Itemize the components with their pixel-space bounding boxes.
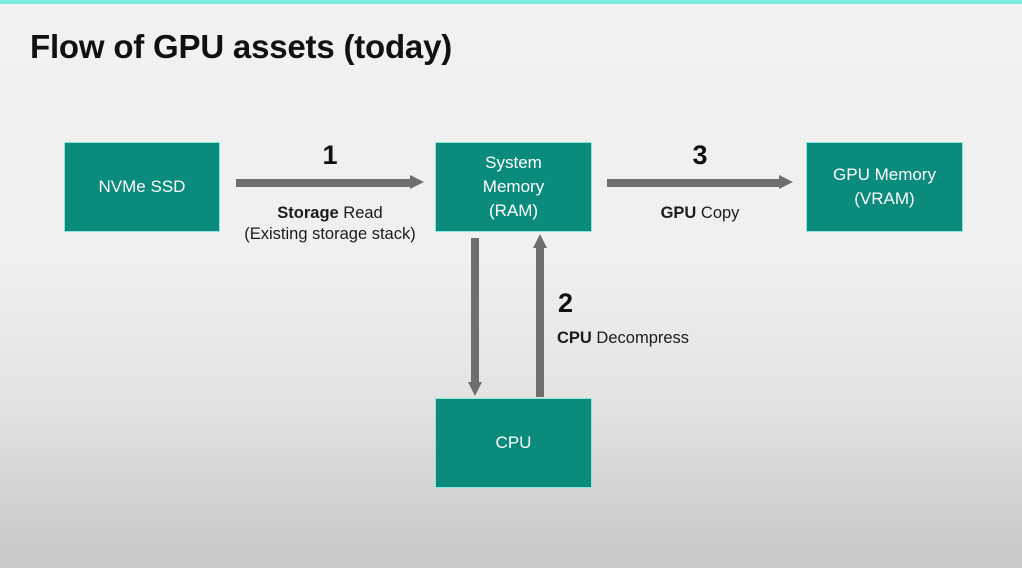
page-title: Flow of GPU assets (today) <box>30 28 453 65</box>
node-gpu-memory-label: GPU Memory (VRAM) <box>833 165 936 208</box>
step-3-caption-bold: GPU <box>660 204 697 222</box>
step-3-number: 3 <box>692 140 708 170</box>
step-1-caption-rest: Read <box>338 204 383 222</box>
step-3-caption: GPU Copy <box>600 203 800 224</box>
arrow-shaft <box>536 248 544 397</box>
arrow-up-cpu-to-ram-icon <box>533 234 547 397</box>
node-nvme-ssd: NVMe SSD <box>64 142 220 232</box>
arrow-right-step-1-icon <box>236 175 424 189</box>
step-1-number: 1 <box>322 140 338 170</box>
arrow-right-step-3-icon <box>607 175 793 189</box>
arrow-head <box>533 234 547 248</box>
arrow-down-ram-to-cpu-icon <box>468 238 482 396</box>
node-cpu: CPU <box>435 398 592 488</box>
node-gpu-memory: GPU Memory (VRAM) <box>806 142 963 232</box>
node-nvme-ssd-label: NVMe SSD <box>98 177 186 196</box>
arrow-shaft <box>236 179 410 187</box>
arrow-head <box>468 382 482 396</box>
node-cpu-label: CPU <box>495 433 532 452</box>
step-1-caption-bold: Storage <box>277 204 339 222</box>
arrow-head <box>410 175 424 189</box>
step-2-number: 2 <box>558 288 574 318</box>
step-1-caption: Storage Read (Existing storage stack) <box>222 203 438 245</box>
arrow-head <box>779 175 793 189</box>
step-2-caption: CPU Decompress <box>557 328 689 349</box>
step-2-caption-bold: CPU <box>557 329 592 347</box>
arrow-shaft <box>607 179 779 187</box>
step-3-caption-rest: Copy <box>696 204 740 222</box>
top-accent-bar <box>0 0 1022 4</box>
step-2-caption-rest: Decompress <box>591 329 690 347</box>
node-system-memory-label: System Memory (RAM) <box>482 153 545 220</box>
node-system-memory: System Memory (RAM) <box>435 142 592 232</box>
arrow-shaft <box>471 238 479 382</box>
step-1-caption-sub: (Existing storage stack) <box>244 225 416 243</box>
